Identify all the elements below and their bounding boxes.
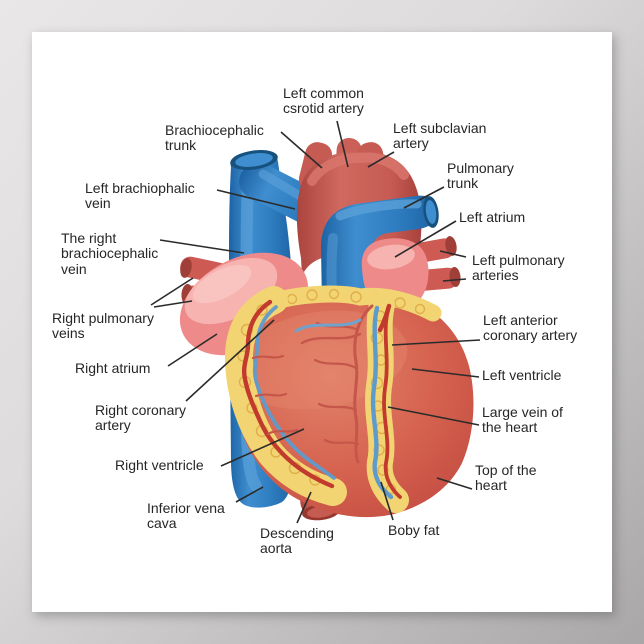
leader-line-left-pulmonary-artery-1 (439, 250, 467, 258)
label-descending-aorta: Descending aorta (260, 525, 334, 557)
label-top-of-heart: Top of the heart (475, 462, 537, 494)
leader-line-left-pulmonary-artery-2 (442, 278, 467, 282)
label-left-brachiocephalic-vein: Left brachiophalic vein (85, 180, 195, 212)
leader-line-boby-fat (380, 481, 394, 521)
label-left-common-carotid: Left common csrotid artery (283, 85, 364, 117)
fat-band-anterior (365, 292, 409, 513)
leader-line-right-coronary (185, 319, 275, 402)
svc-opening (230, 150, 278, 170)
leader-line-left-brachiocephalic-vein (216, 189, 296, 210)
leader-line-pulmonary-trunk (403, 186, 445, 209)
label-large-vein: Large vein of the heart (482, 404, 563, 436)
leader-line-left-common-carotid (336, 120, 349, 168)
label-right-ventricle: Right ventricle (115, 457, 204, 473)
leader-line-right-atrium (167, 333, 218, 367)
label-right-coronary: Right coronary artery (95, 402, 187, 434)
great-cardiac-vein-vessel (370, 305, 394, 500)
label-left-anterior-coronary: Left anterior coronary artery (483, 312, 578, 344)
label-pulmonary-trunk: Pulmonary trunk (447, 160, 514, 192)
leader-line-large-vein (387, 406, 480, 426)
leader-line-right-pulmonary-vein-2 (153, 300, 193, 308)
fat-band-right-coronary (224, 286, 347, 506)
leader-line-left-anterior-coronary (391, 339, 481, 346)
leader-line-brachiocephalic-trunk (280, 131, 323, 169)
label-left-subclavian: Left subclavian artery (393, 120, 487, 152)
leader-line-right-ventricle (220, 428, 305, 467)
label-right-pulmonary-veins: Right pulmonary veins (52, 310, 154, 342)
label-right-atrium: Right atrium (75, 360, 151, 376)
label-boby-fat: Boby fat (388, 522, 440, 538)
surface-vessels (294, 303, 392, 464)
leader-line-inferior-vena-cava (235, 486, 264, 503)
label-left-ventricle: Left ventricle (482, 367, 562, 383)
label-left-pulmonary-arteries: Left pulmonary arteries (472, 252, 565, 284)
label-inferior-vena-cava: Inferior vena cava (147, 500, 225, 532)
label-left-atrium: Left atrium (459, 209, 526, 225)
leader-line-descending-aorta (296, 491, 312, 524)
leader-line-left-ventricle (411, 368, 480, 378)
leader-line-left-atrium (394, 220, 457, 258)
leader-line-left-subclavian (367, 151, 395, 168)
leader-line-right-pulmonary-vein-1 (150, 277, 194, 306)
small-cardiac-vein-vessel (252, 305, 336, 480)
label-brachiocephalic-trunk: Brachiocephalic trunk (165, 122, 264, 154)
left-anterior-coronary-artery-vessel (382, 308, 402, 499)
right-coronary-artery-vessel (242, 299, 335, 489)
label-right-brachiocephalic-vein: The right brachiocephalic vein (61, 230, 159, 277)
leader-line-right-brachiocephalic-vein (159, 239, 245, 254)
leader-line-top-of-heart (436, 477, 473, 490)
